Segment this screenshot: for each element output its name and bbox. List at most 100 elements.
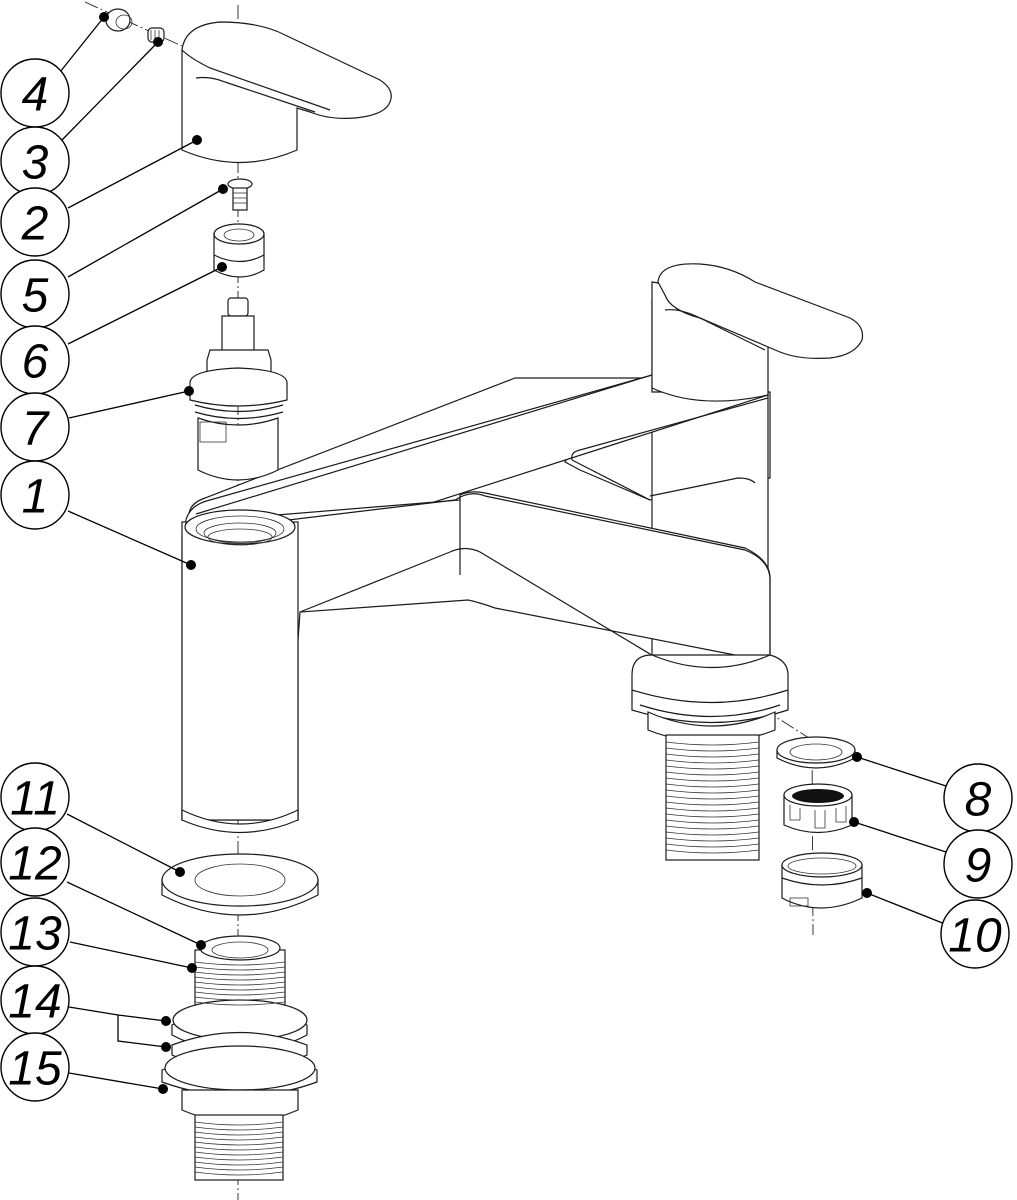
leader-dot	[186, 560, 196, 570]
leader-dot	[187, 963, 197, 973]
thread-line	[194, 966, 286, 971]
thread-line	[194, 1126, 284, 1131]
thread-line	[665, 843, 760, 848]
leader-dot	[161, 1042, 171, 1052]
thread-line	[194, 961, 286, 966]
thread-line	[665, 741, 760, 746]
leader-line	[856, 756, 947, 787]
leader-dot	[849, 817, 859, 827]
leader-dot	[192, 135, 202, 145]
leader-dot	[153, 37, 163, 47]
callout-1: 1	[0, 460, 196, 570]
callout-number: 3	[22, 137, 49, 190]
leader-dot	[184, 386, 194, 396]
leader-dot	[99, 12, 109, 22]
thread-line	[665, 849, 760, 854]
thread-line	[665, 819, 760, 824]
callout-5: 5	[0, 184, 228, 329]
thread-line	[194, 1141, 284, 1146]
callout-3: 3	[0, 37, 163, 196]
leader-dot	[158, 1084, 168, 1094]
callout-2: 2	[0, 135, 202, 257]
callout-number: 11	[10, 773, 60, 826]
leader-line	[67, 266, 223, 345]
leader-line	[853, 821, 947, 853]
thread-line	[665, 777, 760, 782]
callout-number: 7	[22, 403, 51, 456]
thread-line	[194, 976, 286, 981]
tap-body	[181, 263, 864, 861]
thread-line	[194, 971, 286, 976]
thread-line	[665, 801, 760, 806]
thread-line	[194, 1136, 284, 1141]
leader-dot	[862, 888, 872, 898]
leader-line	[67, 188, 224, 278]
thread-line	[194, 1161, 284, 1166]
callout-7: 7	[0, 386, 194, 462]
leader-dot	[217, 262, 227, 272]
thread-line	[194, 1156, 284, 1161]
leader-dot	[175, 867, 185, 877]
callout-4: 4	[0, 12, 109, 128]
thread-line	[665, 765, 760, 770]
thread-line	[194, 1131, 284, 1136]
leader-line	[66, 881, 202, 946]
leader-line	[117, 1015, 167, 1048]
callout-8: 8	[852, 752, 1013, 833]
callout-12: 12	[0, 827, 206, 950]
thread-line	[665, 753, 760, 758]
thread-line	[665, 789, 760, 794]
shank-threads-left	[194, 961, 286, 1176]
callout-bubble	[943, 829, 1013, 899]
part-8-washer	[776, 736, 856, 769]
callout-15: 15	[0, 1032, 168, 1102]
thread-line	[194, 1121, 284, 1126]
thread-line	[194, 1151, 284, 1156]
callout-number: 13	[8, 908, 62, 961]
part-9-aerator-insert	[783, 783, 853, 834]
callout-bubble	[940, 899, 1010, 969]
callout-11: 11	[0, 762, 185, 877]
leader-line	[61, 41, 159, 141]
callout-number: 6	[22, 336, 49, 389]
thread-line	[665, 783, 760, 788]
leader-line	[67, 139, 198, 209]
callout-number: 2	[21, 198, 49, 251]
part-7-cartridge	[189, 297, 288, 481]
thread-line	[665, 747, 760, 752]
thread-line	[194, 1171, 284, 1176]
callout-number: 5	[22, 270, 49, 323]
part-5-screw	[227, 178, 253, 211]
callout-number: 9	[965, 840, 992, 893]
thread-line	[194, 996, 286, 1001]
callout-10: 10	[862, 888, 1010, 969]
callout-9: 9	[849, 817, 1013, 899]
thread-line	[665, 771, 760, 776]
callout-bubble	[0, 460, 70, 530]
part-11-washer	[161, 853, 319, 916]
thread-line	[194, 986, 286, 991]
part-2-lever-handle	[181, 21, 392, 164]
thread-line	[665, 807, 760, 812]
thread-line	[665, 837, 760, 842]
thread-line	[665, 795, 760, 800]
callout-number: 14	[8, 976, 61, 1029]
leader-dot	[218, 184, 228, 194]
callout-number: 4	[22, 69, 49, 122]
callout-number: 10	[948, 910, 1002, 963]
leader-line	[59, 16, 105, 73]
thread-line	[194, 1166, 284, 1171]
leader-dot	[852, 752, 862, 762]
callout-14: 14	[0, 965, 171, 1052]
part-4-clip	[105, 8, 133, 32]
callout-bubble	[0, 1032, 70, 1102]
thread-line	[194, 1146, 284, 1151]
thread-line	[665, 825, 760, 830]
shank-threads-right	[665, 741, 760, 854]
callout-bubble	[0, 827, 70, 897]
callout-number: 1	[22, 471, 49, 524]
thread-line	[665, 813, 760, 818]
callout-bubble	[0, 187, 70, 257]
